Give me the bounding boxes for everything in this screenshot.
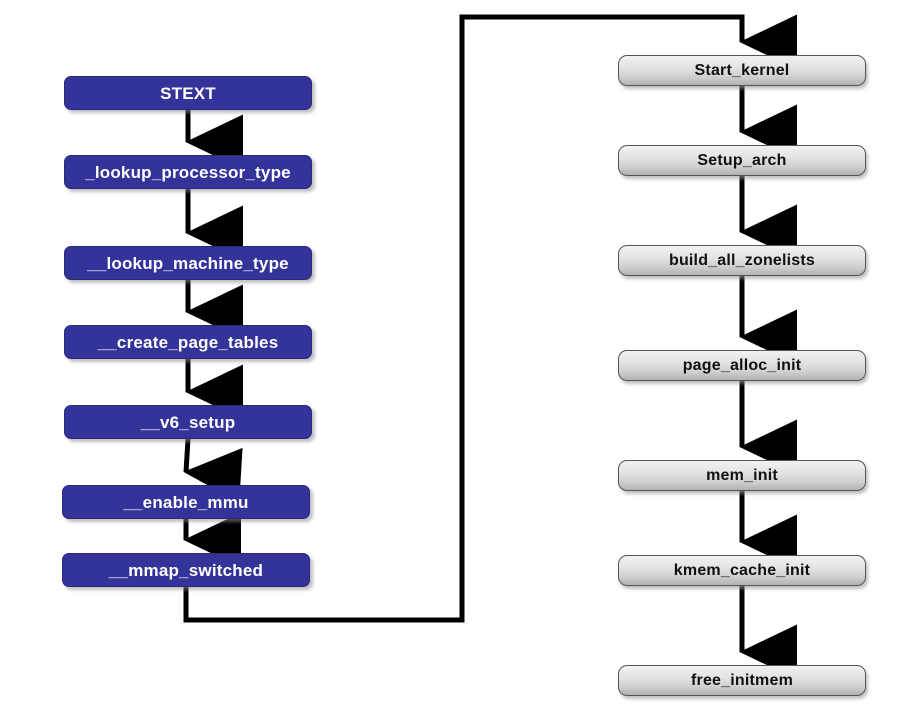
node-label: page_alloc_init xyxy=(682,356,802,374)
node-v6-setup[interactable]: __v6_setup xyxy=(64,405,312,439)
node-lookup-machine-type[interactable]: __lookup_machine_type xyxy=(64,246,312,280)
node-setup-arch[interactable]: Setup_arch xyxy=(618,145,866,176)
node-kmem-cache-init[interactable]: kmem_cache_init xyxy=(618,555,866,586)
node-label: __create_page_tables xyxy=(97,332,279,352)
node-mem-init[interactable]: mem_init xyxy=(618,460,866,491)
node-mmap-switched[interactable]: __mmap_switched xyxy=(62,553,310,587)
node-build-all-zonelists[interactable]: build_all_zonelists xyxy=(618,245,866,276)
node-label: mem_init xyxy=(706,466,778,484)
node-label: Start_kernel xyxy=(694,61,790,79)
node-free-initmem[interactable]: free_initmem xyxy=(618,665,866,696)
node-stext[interactable]: STEXT xyxy=(64,76,312,110)
node-enable-mmu[interactable]: __enable_mmu xyxy=(62,485,310,519)
node-label: STEXT xyxy=(160,83,216,103)
node-label: kmem_cache_init xyxy=(673,561,811,579)
node-label: _lookup_processor_type xyxy=(85,162,291,182)
node-start-kernel[interactable]: Start_kernel xyxy=(618,55,866,86)
node-create-page-tables[interactable]: __create_page_tables xyxy=(64,325,312,359)
node-label: build_all_zonelists xyxy=(668,251,816,269)
node-label: __enable_mmu xyxy=(123,492,249,512)
node-label: free_initmem xyxy=(691,671,793,689)
node-page-alloc-init[interactable]: page_alloc_init xyxy=(618,350,866,381)
node-label: Setup_arch xyxy=(697,151,787,169)
edge-v6-setup-to-enable-mmu xyxy=(183,438,243,503)
node-label: __lookup_machine_type xyxy=(87,253,289,273)
node-lookup-processor-type[interactable]: _lookup_processor_type xyxy=(64,155,312,189)
node-label: __mmap_switched xyxy=(108,560,264,580)
node-label: __v6_setup xyxy=(140,412,236,432)
